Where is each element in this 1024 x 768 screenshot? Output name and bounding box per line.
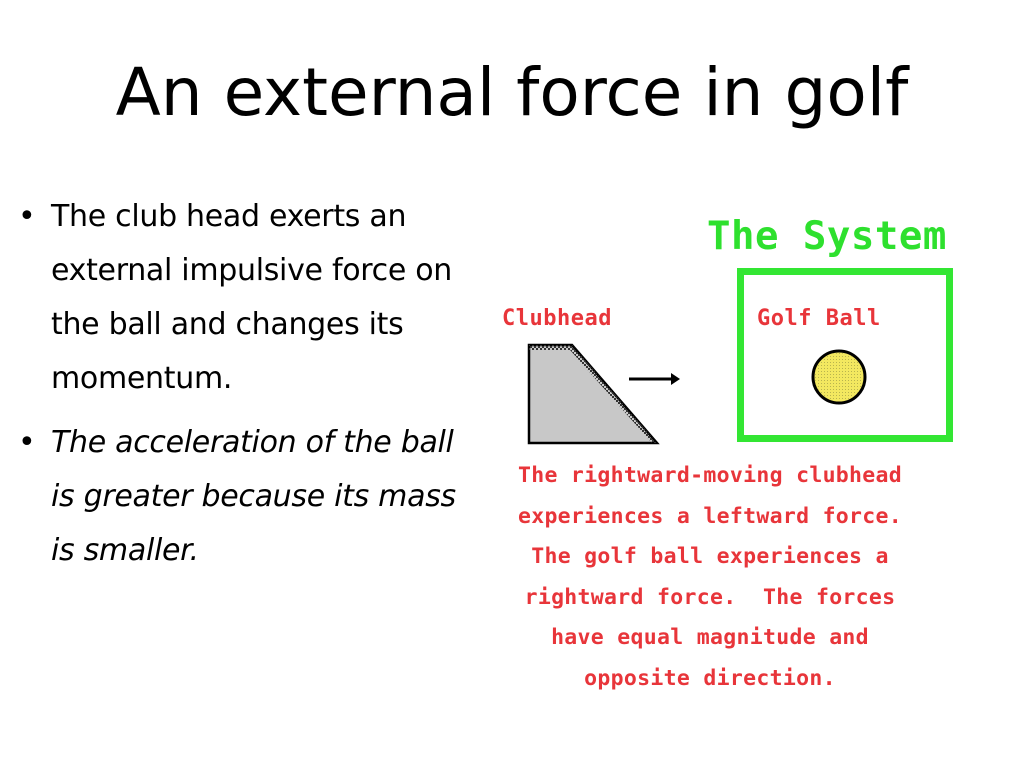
bullet-item: • The acceleration of the ball is greate…	[18, 416, 458, 578]
caption-line: The golf ball experiences a	[531, 544, 889, 569]
caption-line: opposite direction.	[584, 665, 836, 691]
bullet-glyph: •	[18, 199, 36, 234]
slide-title: An external force in golf	[115, 54, 909, 131]
arrow-right-icon	[629, 373, 680, 385]
clubhead-icon	[527, 343, 660, 445]
diagram-art	[527, 343, 867, 445]
bullet-glyph: •	[18, 425, 36, 460]
caption-line: experiences a leftward force.	[517, 503, 903, 529]
golf-ball-label: Golf Ball	[757, 306, 881, 331]
diagram-caption: The rightward-moving clubhead experience…	[452, 456, 968, 699]
clubhead-label: Clubhead	[502, 306, 612, 331]
system-diagram: The System Clubhead Golf Ball The rightw…	[452, 200, 982, 710]
bullet-text-italic: The acceleration of the ball is greater …	[51, 425, 456, 568]
bullet-text: The club head exerts an external impulsi…	[51, 199, 452, 396]
system-box	[737, 268, 953, 442]
golf-ball-icon	[811, 349, 867, 405]
caption-line: rightward force. The forces	[524, 584, 896, 610]
caption-line: have equal magnitude and	[551, 625, 869, 650]
bullet-list: • The club head exerts an external impul…	[18, 190, 458, 578]
caption-line: The rightward-moving clubhead	[517, 463, 903, 488]
bullet-item: • The club head exerts an external impul…	[18, 190, 458, 406]
system-title: The System	[707, 214, 947, 259]
